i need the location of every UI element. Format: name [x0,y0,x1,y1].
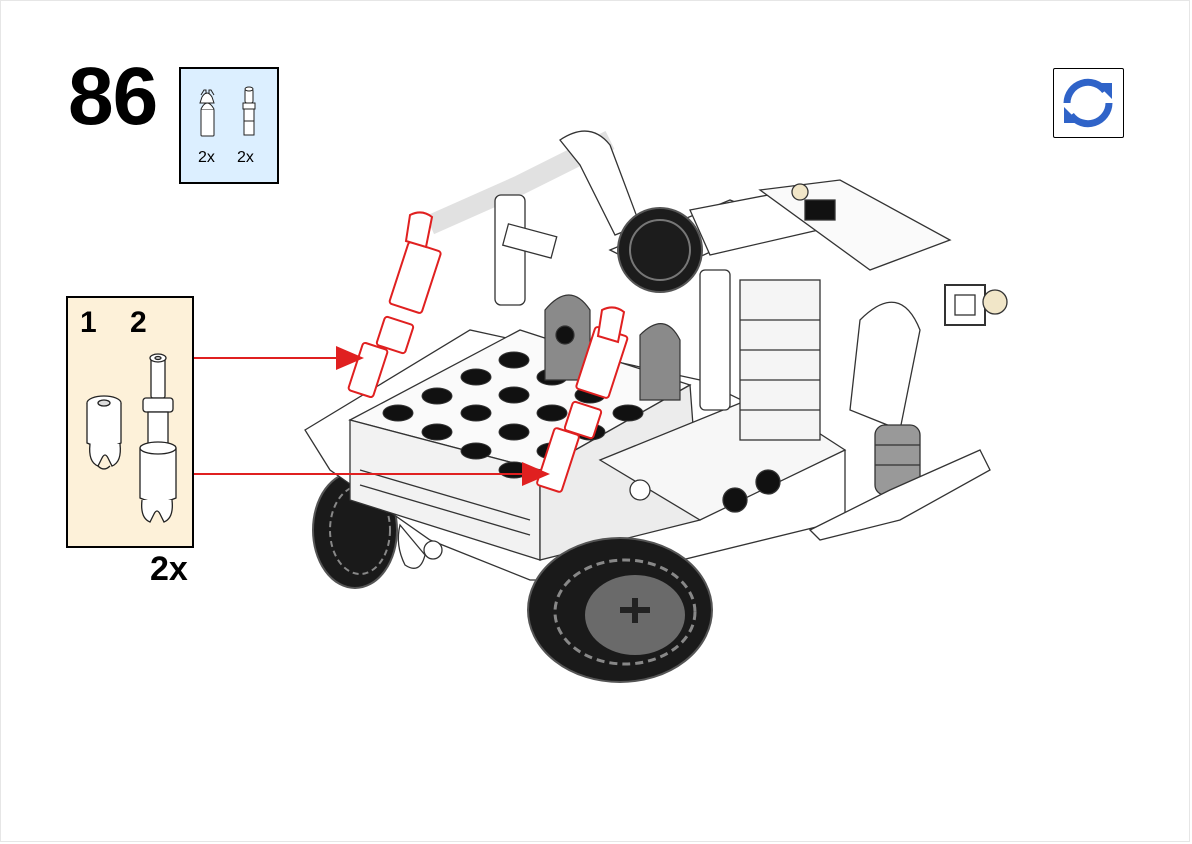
parts-list-art: 2x 2x [198,86,256,166]
step-number: 86 [68,51,158,142]
bar-pin-icon [242,86,256,136]
front-track-right [527,537,713,683]
sub-step-number-1: 1 [80,306,97,339]
clip-bar-icon [199,89,215,137]
parts-list: 2x 2x [179,67,279,184]
sub-step-1-clip [86,395,122,470]
placement-arrows [194,346,550,486]
sub-assembly-multiplier: 2x [150,550,188,588]
rotate-model-icon [1063,78,1113,128]
sub-assembly-art [86,353,177,523]
sub-assembly-callout: 1 2 [66,296,194,548]
sub-step-2-assembly [139,353,177,523]
gray-hinges [544,294,681,401]
parts-qty-1: 2x [198,149,215,166]
black-gear [617,207,703,293]
front-ski [808,424,991,541]
parts-qty-2: 2x [237,149,254,166]
rotate-button[interactable] [1053,68,1124,138]
sub-step-number-2: 2 [130,306,147,339]
